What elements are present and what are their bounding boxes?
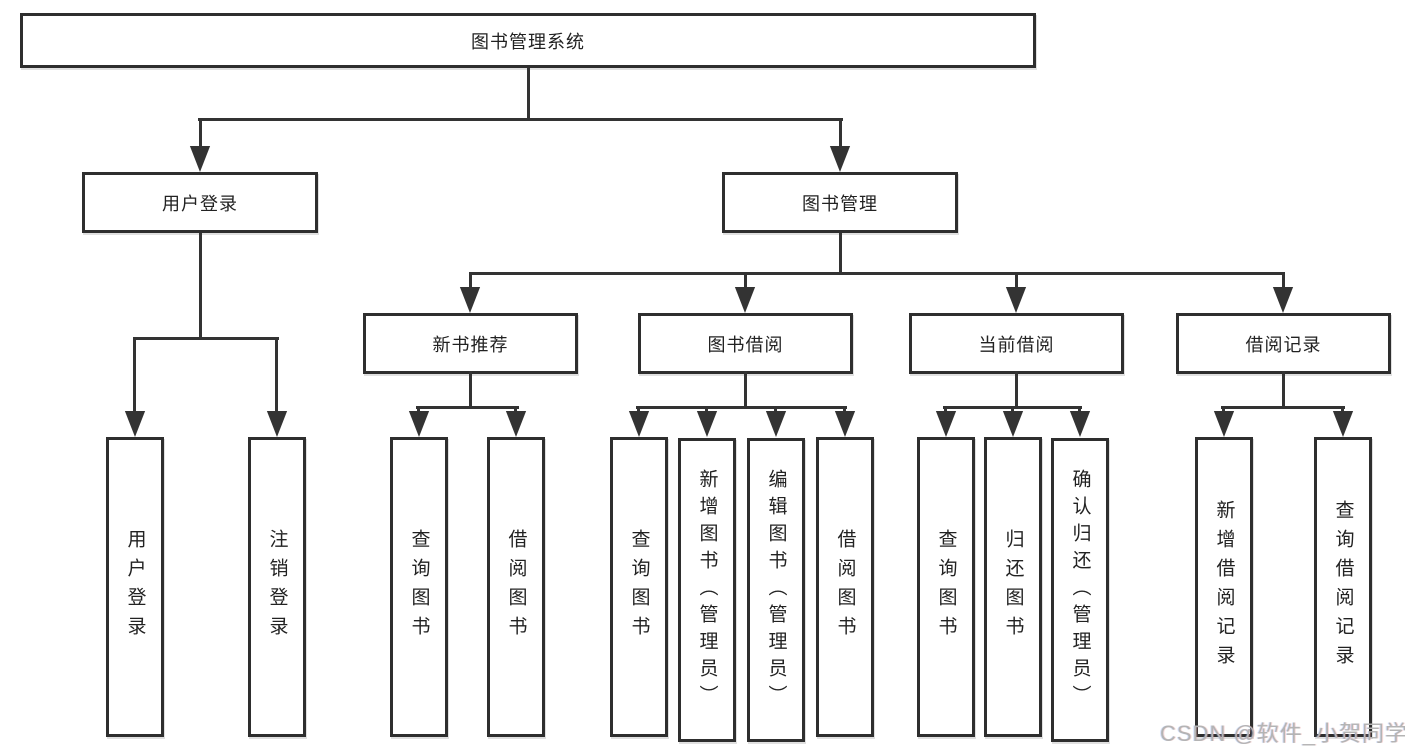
connector-line — [469, 272, 472, 290]
leaf-query-books-2: 查询图书 — [610, 437, 668, 737]
connector-line — [1015, 371, 1018, 409]
node-book-management: 图书管理 — [722, 172, 958, 233]
leaf-label: 新增图书（管理员） — [696, 468, 718, 712]
node-user-login: 用户登录 — [82, 172, 318, 233]
connector-line — [133, 337, 279, 340]
connector-line — [469, 371, 472, 409]
connector-line — [744, 371, 747, 409]
connector-line — [417, 406, 420, 415]
connector-line — [1078, 406, 1081, 415]
leaf-label: 查询图书 — [408, 529, 430, 645]
leaf-query-books: 查询图书 — [390, 437, 448, 737]
node-borrowing-records: 借阅记录 — [1176, 313, 1391, 374]
watermark-text: CSDN @软件_小贺同学 — [1160, 721, 1405, 746]
arrow-down-icon — [1002, 411, 1024, 437]
leaf-logout: 注销登录 — [248, 437, 306, 737]
connector-line — [275, 337, 278, 415]
arrow-down-icon — [1332, 411, 1354, 437]
connector-line — [1015, 272, 1018, 290]
connector-line — [1222, 406, 1225, 415]
leaf-label: 借阅图书 — [834, 529, 856, 645]
arrow-down-icon — [1272, 287, 1294, 313]
connector-line — [199, 233, 202, 340]
arrow-down-icon — [189, 146, 211, 172]
arrow-down-icon — [408, 411, 430, 437]
leaf-borrow-books: 借阅图书 — [487, 437, 545, 737]
node-book-management-system: 图书管理系统 — [20, 13, 1036, 68]
leaf-return-book: 归还图书 — [984, 437, 1042, 737]
leaf-label: 借阅图书 — [505, 529, 527, 645]
connector-line — [527, 68, 530, 121]
connector-line — [944, 406, 947, 415]
arrow-down-icon — [1005, 287, 1027, 313]
leaf-label: 查询图书 — [628, 529, 650, 645]
node-book-borrowing: 图书借阅 — [638, 313, 853, 374]
arrow-down-icon — [935, 411, 957, 437]
leaf-label: 归还图书 — [1002, 529, 1024, 645]
connector-line — [705, 406, 708, 415]
connector-line — [1011, 406, 1014, 415]
leaf-label: 注销登录 — [266, 529, 288, 645]
leaf-user-login: 用户登录 — [106, 437, 164, 737]
connector-line — [416, 406, 519, 409]
connector-line — [514, 406, 517, 415]
leaf-label: 查询图书 — [935, 529, 957, 645]
connector-line — [774, 406, 777, 415]
arrow-down-icon — [734, 287, 756, 313]
leaf-label: 编辑图书（管理员） — [765, 468, 787, 712]
connector-line — [637, 406, 640, 415]
leaf-label: 用户登录 — [124, 529, 146, 645]
leaf-label: 确认归还（管理员） — [1069, 468, 1091, 712]
arrow-down-icon — [459, 287, 481, 313]
node-current-borrowing: 当前借阅 — [909, 313, 1124, 374]
connector-line — [1282, 272, 1285, 290]
connector-line — [1282, 371, 1285, 409]
leaf-borrow-books-2: 借阅图书 — [816, 437, 874, 737]
arrow-down-icon — [696, 411, 718, 437]
connector-line — [469, 272, 1285, 275]
connector-line — [1221, 406, 1345, 409]
connector-line — [839, 233, 842, 275]
arrow-down-icon — [834, 411, 856, 437]
leaf-confirm-return-admin: 确认归还（管理员） — [1051, 438, 1109, 742]
leaf-label: 查询借阅记录 — [1332, 500, 1354, 674]
connector-line — [839, 118, 842, 151]
leaf-edit-book-admin: 编辑图书（管理员） — [747, 438, 805, 742]
node-new-book-recommendation: 新书推荐 — [363, 313, 578, 374]
leaf-query-borrow-record: 查询借阅记录 — [1314, 437, 1372, 737]
connector-line — [744, 272, 747, 290]
arrow-down-icon — [1069, 411, 1091, 437]
arrow-down-icon — [505, 411, 527, 437]
arrow-down-icon — [829, 146, 851, 172]
connector-line — [843, 406, 846, 415]
connector-line — [1341, 406, 1344, 415]
leaf-query-books-3: 查询图书 — [917, 437, 975, 737]
arrow-down-icon — [124, 411, 146, 437]
leaf-add-borrow-record: 新增借阅记录 — [1195, 437, 1253, 737]
arrow-down-icon — [628, 411, 650, 437]
connector-line — [636, 406, 847, 409]
arrow-down-icon — [266, 411, 288, 437]
connector-line — [199, 118, 202, 151]
leaf-label: 新增借阅记录 — [1213, 500, 1235, 674]
arrow-down-icon — [765, 411, 787, 437]
arrow-down-icon — [1213, 411, 1235, 437]
connector-line — [198, 118, 843, 121]
leaf-add-book-admin: 新增图书（管理员） — [678, 438, 736, 742]
connector-line — [133, 337, 136, 415]
